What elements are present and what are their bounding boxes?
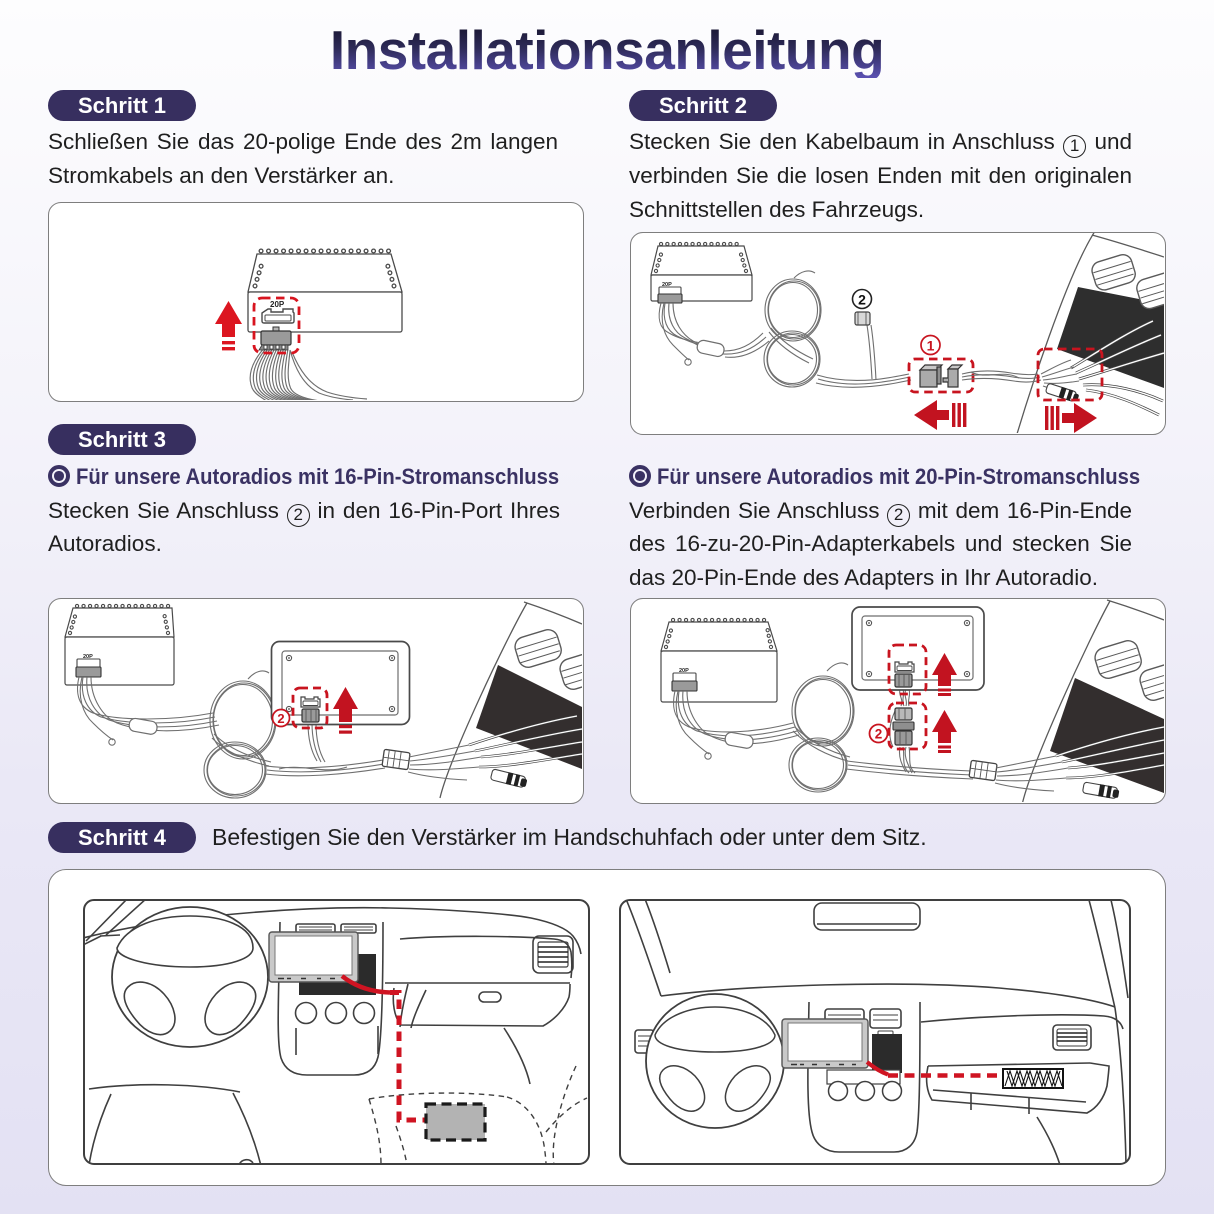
svg-text:20P: 20P [83, 654, 93, 660]
svg-text:2: 2 [277, 711, 284, 726]
svg-text:20P: 20P [662, 282, 672, 288]
svg-text:20P: 20P [270, 300, 285, 309]
svg-text:20P: 20P [679, 668, 689, 674]
svg-text:2: 2 [858, 292, 866, 308]
svg-text:2: 2 [875, 727, 883, 742]
svg-text:1: 1 [927, 338, 935, 354]
